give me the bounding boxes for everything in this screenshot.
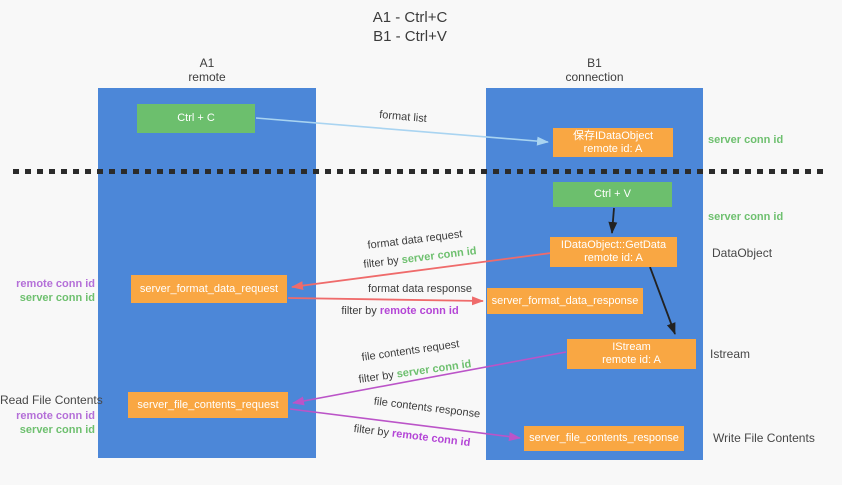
node-ctrl-c: Ctrl + C [137,104,255,133]
diagram-title: A1 - Ctrl+C B1 - Ctrl+V [310,8,510,46]
column-a1-subtitle: remote [188,70,226,84]
node-ctrl-v-label: Ctrl + V [594,188,631,200]
node-istream-line2: remote id: A [602,354,661,366]
label-format-list: format list [378,108,428,126]
remote-conn-id-emphasis: remote conn id [379,305,459,317]
node-server-file-contents-request: server_file_contents_request [128,392,288,418]
side-label-read-file-contents: Read File Contents [0,393,103,407]
filter-by-text: filter by [341,305,377,317]
node-save-idataobject-line1: 保存IDataObject [572,129,654,142]
node-save-idataobject: 保存IDataObject remote id: A [553,128,673,157]
node-istream: IStream remote id: A [567,339,696,369]
filter-by-text: filter by [357,369,395,386]
server-conn-id-emphasis: server conn id [401,245,478,267]
node-file-request-label: server_file_contents_request [137,398,279,411]
filter-by-text: filter by [353,422,390,440]
column-header-a1: A1 remote [98,56,316,84]
arrow-format-data-response [287,296,484,306]
node-istream-line1: IStream [612,341,651,353]
title-line-2: B1 - Ctrl+V [373,28,447,45]
node-save-idataobject-line2: remote id: A [583,142,643,155]
column-header-b1: B1 connection [486,56,703,84]
column-b1-name: B1 [587,56,602,70]
node-format-request-label: server_format_data_request [139,282,279,295]
label-filter-by-remote-conn-id-2: filter by remote conn id [337,421,487,451]
side-label-remote-conn-id-1: remote conn id [16,278,95,290]
column-b1-subtitle: connection [565,70,624,84]
node-server-file-contents-response: server_file_contents_response [524,426,684,451]
column-a1-name: A1 [199,56,215,70]
remote-conn-id-emphasis: remote conn id [391,427,471,450]
label-filter-by-remote-conn-id-1: filter by remote conn id [330,305,470,317]
node-getdata-line1: IDataObject::GetData [560,239,667,251]
side-label-server-conn-id-2: server conn id [19,424,95,436]
label-file-contents-response: file contents response [373,395,481,421]
side-label-server-conn-id-top: server conn id [708,134,784,146]
side-label-remote-conn-id-2: remote conn id [16,410,95,422]
side-label-write-file-contents: Write File Contents [713,431,815,445]
title-line-1: A1 - Ctrl+C [372,9,448,26]
filter-by-text: filter by [362,254,400,271]
node-getdata-line2: remote id: A [584,252,643,264]
node-file-response-label: server_file_contents_response [529,432,679,444]
node-ctrl-v: Ctrl + V [553,182,672,207]
node-idataobject-getdata: IDataObject::GetData remote id: A [550,237,677,267]
server-conn-id-emphasis: server conn id [395,358,473,381]
node-format-response-label: server_format_data_response [491,294,639,307]
label-format-data-response: format data response [368,283,472,295]
side-label-istream: Istream [710,347,751,361]
node-server-format-data-response: server_format_data_response [487,288,643,314]
side-label-server-conn-id-mid: server conn id [708,211,784,223]
side-label-dataobject: DataObject [712,246,773,260]
side-label-server-conn-id-1: server conn id [19,292,95,304]
node-ctrl-c-label: Ctrl + C [177,112,215,124]
machine-boundary-dotted-line [13,169,825,174]
node-server-format-data-request: server_format_data_request [131,275,287,303]
